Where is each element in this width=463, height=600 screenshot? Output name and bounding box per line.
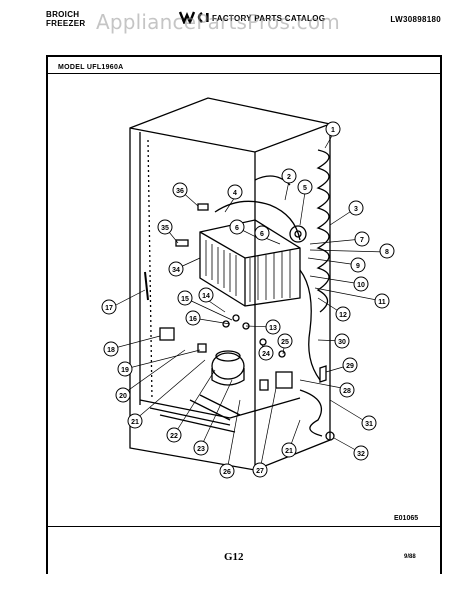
callout-19: 19 — [117, 361, 133, 377]
svg-text:12: 12 — [339, 312, 347, 319]
callout-10: 10 — [353, 276, 369, 292]
leader-lines — [110, 133, 388, 472]
page-frame — [46, 56, 442, 574]
callout-9: 9 — [350, 257, 366, 273]
svg-text:21: 21 — [285, 448, 293, 455]
callout-23: 23 — [193, 440, 209, 456]
catalog-id: LW30898180 — [390, 15, 441, 24]
svg-text:4: 4 — [233, 190, 237, 197]
revision-date: 9/88 — [404, 554, 416, 560]
callout-bubbles: 1 2 3 4 5 6 6 7 8 9 10 11 12 13 14 15 16… — [101, 121, 395, 479]
callout-4: 4 — [227, 184, 243, 200]
callout-27: 27 — [252, 462, 268, 478]
svg-text:35: 35 — [161, 225, 169, 232]
figure-id: E01065 — [394, 515, 419, 522]
svg-text:36: 36 — [176, 188, 184, 195]
svg-text:14: 14 — [202, 293, 210, 300]
svg-text:20: 20 — [119, 393, 127, 400]
svg-text:6: 6 — [260, 231, 264, 238]
callout-18: 18 — [103, 341, 119, 357]
svg-text:24: 24 — [262, 351, 270, 358]
svg-text:3: 3 — [354, 206, 358, 213]
svg-text:25: 25 — [281, 339, 289, 346]
svg-text:17: 17 — [105, 305, 113, 312]
callout-32: 32 — [353, 445, 369, 461]
svg-text:21: 21 — [131, 419, 139, 426]
svg-text:9: 9 — [356, 263, 360, 270]
model-label: MODEL UFL1960A — [58, 64, 124, 71]
callout-29: 29 — [342, 357, 358, 373]
watermark: AppliancePartsPros.com — [96, 10, 340, 34]
callout-6: 6 — [229, 219, 245, 235]
callout-24: 24 — [258, 345, 274, 361]
callout-5: 5 — [297, 179, 313, 195]
callout-11: 11 — [374, 293, 390, 309]
model-rule — [46, 73, 442, 74]
svg-text:15: 15 — [181, 296, 189, 303]
svg-text:11: 11 — [378, 299, 386, 306]
svg-text:27: 27 — [256, 468, 264, 475]
callout-30: 30 — [334, 333, 350, 349]
brand-line2: FREEZER — [46, 19, 86, 28]
callout-16: 16 — [185, 310, 201, 326]
svg-text:18: 18 — [107, 347, 115, 354]
callout-1: 1 — [325, 121, 341, 137]
svg-text:7: 7 — [360, 237, 364, 244]
svg-text:16: 16 — [189, 316, 197, 323]
callout-7: 7 — [354, 231, 370, 247]
callout-26: 26 — [219, 463, 235, 479]
page-number: G12 — [224, 551, 244, 563]
svg-text:30: 30 — [338, 339, 346, 346]
callout-22: 22 — [166, 427, 182, 443]
svg-text:31: 31 — [365, 421, 373, 428]
callout-35: 35 — [157, 219, 173, 235]
catalog-title: FACTORY PARTS CATALOG — [212, 14, 326, 23]
svg-text:22: 22 — [170, 433, 178, 440]
callout-17: 17 — [101, 299, 117, 315]
callout-14: 14 — [198, 287, 214, 303]
callout-34: 34 — [168, 261, 184, 277]
svg-text:2: 2 — [287, 174, 291, 181]
svg-text:6: 6 — [235, 225, 239, 232]
svg-text:10: 10 — [357, 282, 365, 289]
callout-31: 31 — [361, 415, 377, 431]
callout-15: 15 — [177, 290, 193, 306]
svg-text:28: 28 — [343, 388, 351, 395]
cabinet-drawing — [129, 97, 335, 471]
svg-text:23: 23 — [197, 446, 205, 453]
svg-text:8: 8 — [385, 249, 389, 256]
svg-text:26: 26 — [223, 469, 231, 476]
svg-text:5: 5 — [303, 185, 307, 192]
callout-13: 13 — [265, 319, 281, 335]
svg-text:34: 34 — [172, 267, 180, 274]
svg-text:32: 32 — [357, 451, 365, 458]
callout-8: 8 — [379, 243, 395, 259]
svg-text:29: 29 — [346, 363, 354, 370]
wci-logo — [178, 11, 209, 24]
callout-2: 2 — [281, 168, 297, 184]
svg-text:1: 1 — [331, 127, 335, 134]
brand-block: BROICH FREEZER — [46, 10, 85, 28]
header-rule — [46, 55, 442, 57]
callout-20: 20 — [115, 387, 131, 403]
callout-28: 28 — [339, 382, 355, 398]
callout-6b: 6 — [254, 225, 270, 241]
svg-text:19: 19 — [121, 367, 129, 374]
callout-3: 3 — [348, 200, 364, 216]
svg-text:13: 13 — [269, 325, 277, 332]
brand-line1: BROICH — [46, 10, 80, 19]
footer-rule — [46, 526, 442, 527]
callout-12: 12 — [335, 306, 351, 322]
callout-25: 25 — [277, 333, 293, 349]
callout-21: 21 — [127, 413, 143, 429]
callout-36: 36 — [172, 182, 188, 198]
callout-21b: 21 — [281, 442, 297, 458]
